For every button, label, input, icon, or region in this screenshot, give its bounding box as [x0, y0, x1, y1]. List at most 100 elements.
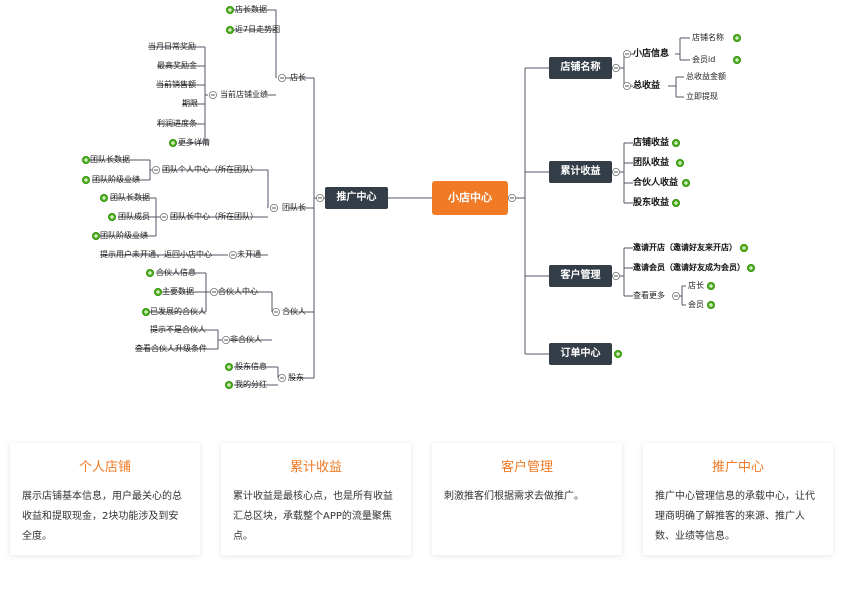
plus-glyph: [110, 215, 114, 219]
card-description: 展示店铺基本信息，用户最关心的总收益和提取现金，2块功能涉及到安全度。: [22, 491, 182, 542]
connector: [668, 76, 684, 98]
team-item: 团队阶级业绩: [92, 175, 140, 184]
shareholder-earnings-label: 股东收益: [633, 198, 670, 208]
team-item: 团队阶级业绩: [100, 231, 148, 240]
partner-earnings-label: 合伙人收益: [633, 178, 679, 188]
member-id-label: 会员id: [692, 55, 716, 64]
perf-item: 期限: [182, 99, 198, 108]
plus-glyph: [144, 310, 148, 314]
connector: [234, 366, 279, 386]
earnings-node[interactable]: 累计收益: [549, 161, 612, 183]
customer-node[interactable]: 客户管理: [549, 265, 612, 287]
connector: [675, 37, 690, 61]
non-partner-item: 提示不是合伙人: [150, 325, 206, 334]
invite-shop-label: 邀请开店（邀请好友来开店）: [633, 243, 737, 252]
withdraw-label: 立即提现: [686, 92, 718, 101]
store-name-label: 店铺名称: [692, 33, 724, 42]
manager-label: 店长: [290, 73, 306, 82]
view-more-label: 查看更多: [633, 291, 665, 300]
card-personal-store: 个人店铺 展示店铺基本信息，用户最关心的总收益和提取现金，2块功能涉及到安全度。: [10, 443, 200, 555]
connector: [90, 159, 152, 181]
perf-item: 当前销售额: [156, 80, 196, 89]
plus-glyph: [148, 271, 152, 275]
promo-center-node[interactable]: 推广中心: [325, 187, 388, 209]
non-partner-item: 查看合伙人升级条件: [135, 344, 207, 353]
partner-center-label: 合伙人中心: [218, 287, 258, 296]
plus-glyph: [735, 36, 739, 40]
connector: [162, 169, 269, 256]
connector: [218, 291, 273, 341]
plus-glyph: [84, 158, 88, 162]
team-leader-label: 团队长: [282, 203, 306, 212]
connector: [678, 285, 686, 306]
card-description: 累计收益是最核心点，也是所有收益汇总区块，承载整个APP的流量聚焦点。: [233, 491, 393, 542]
plus-glyph: [709, 303, 713, 307]
plus-glyph: [227, 383, 231, 387]
plus-glyph: [84, 178, 88, 182]
plus-glyph: [742, 246, 746, 250]
income-amount-label: 总收益金额: [686, 72, 726, 81]
store-name-node[interactable]: 店铺名称: [549, 57, 612, 79]
card-promo-center: 推广中心 推广中心管理信息的承载中心，让代理商明确了解推客的来源、推广人数、业绩…: [643, 443, 833, 555]
plus-glyph: [228, 28, 232, 32]
card-title: 累计收益: [289, 460, 342, 475]
store-performance-label: 当前店铺业绩: [220, 90, 268, 99]
connector: [285, 77, 314, 379]
card-title: 推广中心: [711, 460, 764, 475]
perf-item: 利润进度条: [157, 119, 197, 128]
team-item: 团队长数据: [110, 193, 150, 202]
plus-glyph: [674, 201, 678, 205]
plus-glyph: [94, 234, 98, 238]
team-item: 团队成员: [118, 212, 150, 221]
more-manager-label: 店长: [688, 281, 704, 290]
plus-glyph: [227, 365, 231, 369]
plus-glyph: [735, 58, 739, 62]
order-center-node[interactable]: 订单中心: [549, 343, 612, 365]
team-leader-center-label: 团队长中心（所在团队）: [170, 212, 258, 221]
card-title: 客户管理: [500, 460, 553, 475]
non-partner-label: 非合伙人: [230, 335, 262, 344]
plus-glyph: [171, 141, 175, 145]
shop-earnings-label: 店铺收益: [633, 138, 670, 148]
connector: [230, 9, 277, 96]
connector: [150, 272, 210, 313]
total-income-label: 总收益: [633, 81, 661, 91]
manager-data-label: 店长数据: [235, 5, 267, 14]
plus-glyph: [228, 8, 232, 12]
perf-item: 最高奖励金: [157, 61, 197, 70]
team-personal-label: 团队个人中心（所在团队）: [162, 165, 258, 174]
mind-map: 小店中心 推广中心 店铺名称 累计收益 客户管理 订单中心 小店信息 总收益 店…: [82, 5, 756, 389]
shareholder-label: 股东: [288, 373, 304, 382]
not-opened-label: 未开通: [237, 250, 261, 259]
card-earnings: 累计收益 累计收益是最核心点，也是所有收益汇总区块，承载整个APP的流量聚焦点。: [221, 443, 411, 555]
plus-glyph: [674, 141, 678, 145]
plus-glyph: [749, 266, 753, 270]
invite-member-label: 邀请会员（邀请好友成为会员）: [633, 263, 745, 272]
card-customers: 客户管理 刺激推客们根据需求去做推广。: [432, 443, 622, 555]
connector: [525, 67, 549, 355]
partner-item: 已发展的合伙人: [150, 307, 206, 316]
plus-glyph: [709, 284, 713, 288]
center-node[interactable]: 小店中心: [432, 181, 508, 215]
plus-glyph: [678, 161, 682, 165]
more-member-label: 会员: [688, 300, 704, 309]
partner-label: 合伙人: [282, 307, 306, 316]
toggle-markers: [82, 6, 756, 389]
card-description: 推广中心管理信息的承载中心，让代理商明确了解推客的来源、推广人数、业绩等信息。: [655, 491, 815, 542]
plus-glyph: [102, 196, 106, 200]
connector: [148, 46, 205, 144]
perf-item: 更多详情: [178, 138, 210, 147]
trend-label: 近7日走势图: [235, 25, 281, 34]
connector: [204, 47, 208, 143]
not-opened-hint: 提示用户未开通，返回小店中心: [100, 250, 212, 259]
partner-item: 合伙人信息: [156, 268, 196, 277]
partner-item: 主要数据: [162, 287, 194, 296]
team-earnings-label: 团队收益: [633, 158, 670, 168]
connector: [135, 329, 222, 350]
store-info-label: 小店信息: [633, 49, 670, 59]
team-item: 团队长数据: [90, 155, 130, 164]
shareholder-item: 我的分红: [235, 380, 267, 389]
plus-glyph: [684, 181, 688, 185]
card-description: 刺激推客们根据需求去做推广。: [444, 491, 584, 502]
card-title: 个人店铺: [78, 460, 131, 475]
